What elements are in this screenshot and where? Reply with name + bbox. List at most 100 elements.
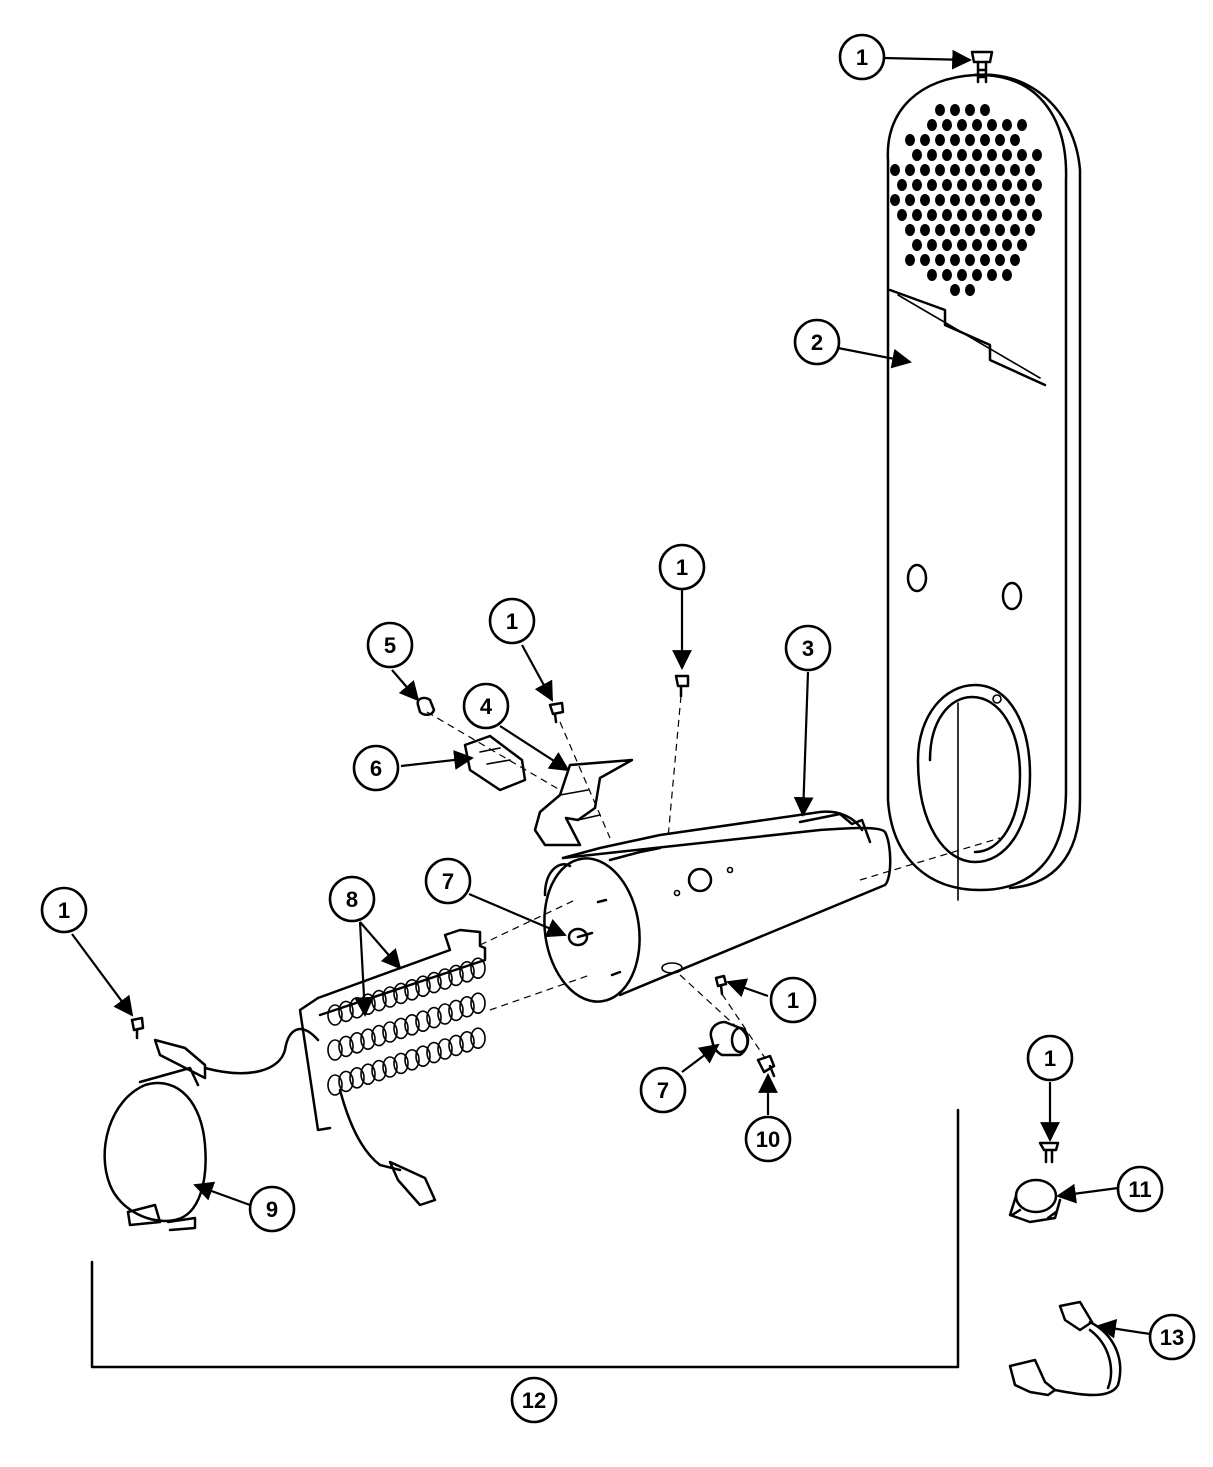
vent-hole <box>1002 149 1012 161</box>
coil-loop <box>437 968 453 990</box>
coil-loop <box>437 1038 453 1060</box>
vent-hole <box>942 179 952 191</box>
coil-loop <box>415 975 431 998</box>
vent-hole <box>912 179 922 191</box>
vent-hole <box>987 119 997 131</box>
coil-loop <box>437 1003 453 1025</box>
coil-loop <box>371 1024 387 1047</box>
vent-hole <box>942 269 952 281</box>
coil-loop <box>338 1070 354 1093</box>
vent-hole <box>935 104 945 116</box>
coil-loop <box>415 1045 431 1067</box>
coil-loop <box>360 1063 376 1085</box>
callout-8: 8 <box>328 875 376 923</box>
vent-hole <box>995 224 1005 236</box>
vent-hole <box>935 134 945 146</box>
vent-hole <box>1002 269 1012 281</box>
vent-hole <box>1025 164 1035 176</box>
callout-7-top: 7 <box>424 857 472 905</box>
vent-hole <box>1025 194 1035 206</box>
cover-plate <box>103 1038 207 1232</box>
screw-housing-top <box>674 674 690 698</box>
callout-7-bottom: 7 <box>639 1066 687 1114</box>
vent-hole <box>935 164 945 176</box>
svg-text:7: 7 <box>442 869 454 894</box>
heating-element <box>203 928 487 1207</box>
vent-hole <box>942 119 952 131</box>
vent-hole <box>942 149 952 161</box>
vent-hole <box>995 254 1005 266</box>
vent-hole <box>957 179 967 191</box>
svg-text:1: 1 <box>856 45 868 70</box>
coil-loop <box>327 1074 343 1096</box>
vent-hole <box>1017 149 1027 161</box>
coil-loop <box>426 1006 442 1029</box>
svg-text:4: 4 <box>480 694 493 719</box>
screw-bracket <box>548 701 565 724</box>
coil-loop <box>327 1004 343 1026</box>
coil-loop <box>426 1041 442 1064</box>
coil-loop <box>382 1021 398 1043</box>
vent-hole <box>890 164 900 176</box>
vent-hole <box>1002 119 1012 131</box>
vent-hole <box>1032 149 1042 161</box>
vent-hole <box>965 224 975 236</box>
svg-text:6: 6 <box>370 756 382 781</box>
vent-hole <box>972 119 982 131</box>
coil-loop <box>459 960 475 983</box>
vent-hole <box>965 284 975 296</box>
vent-hole <box>912 239 922 251</box>
vent-hole <box>927 179 937 191</box>
vent-hole <box>1010 134 1020 146</box>
assembly-12-bracket <box>90 1108 960 1369</box>
svg-text:12: 12 <box>522 1388 546 1413</box>
vent-hole <box>927 119 937 131</box>
vent-hole <box>905 224 915 236</box>
vent-hole <box>1010 254 1020 266</box>
vent-hole <box>1010 224 1020 236</box>
vent-hole <box>980 254 990 266</box>
callout-11: 11 <box>1116 1165 1164 1213</box>
vent-hole <box>920 134 930 146</box>
callout-1-left: 1 <box>40 886 88 934</box>
vent-hole <box>905 134 915 146</box>
vent-hole <box>987 269 997 281</box>
coil-loop <box>404 1049 420 1071</box>
coil-loop <box>459 995 475 1018</box>
vent-hole <box>972 209 982 221</box>
svg-text:2: 2 <box>811 330 823 355</box>
callout-1-thermostat: 1 <box>1026 1034 1074 1082</box>
vent-hole <box>950 224 960 236</box>
vent-hole <box>1017 209 1027 221</box>
vent-hole <box>905 164 915 176</box>
vent-hole <box>927 239 937 251</box>
vent-hole <box>980 134 990 146</box>
coil-loop <box>470 992 486 1015</box>
thermostat-part-11 <box>1008 1141 1062 1224</box>
vent-hole <box>1032 209 1042 221</box>
vent-hole <box>920 164 930 176</box>
vent-hole <box>920 194 930 206</box>
vent-hole <box>972 149 982 161</box>
screw-cover <box>130 1016 145 1040</box>
svg-text:7: 7 <box>657 1078 669 1103</box>
coil-loop <box>382 986 398 1008</box>
vent-hole <box>935 254 945 266</box>
vent-hole <box>995 134 1005 146</box>
vent-hole <box>935 194 945 206</box>
vent-hole <box>927 209 937 221</box>
coil-loop <box>349 1067 365 1089</box>
vent-hole <box>927 149 937 161</box>
coil-loop <box>415 1010 431 1033</box>
thermal-fuse-plate <box>463 734 527 792</box>
svg-text:5: 5 <box>384 633 396 658</box>
callout-13: 13 <box>1148 1313 1196 1361</box>
vent-hole <box>950 104 960 116</box>
vent-hole <box>972 239 982 251</box>
vent-hole <box>935 224 945 236</box>
vent-hole <box>980 224 990 236</box>
coil-loop <box>338 1035 354 1058</box>
screw-top-panel <box>970 50 994 84</box>
vent-hole <box>957 269 967 281</box>
